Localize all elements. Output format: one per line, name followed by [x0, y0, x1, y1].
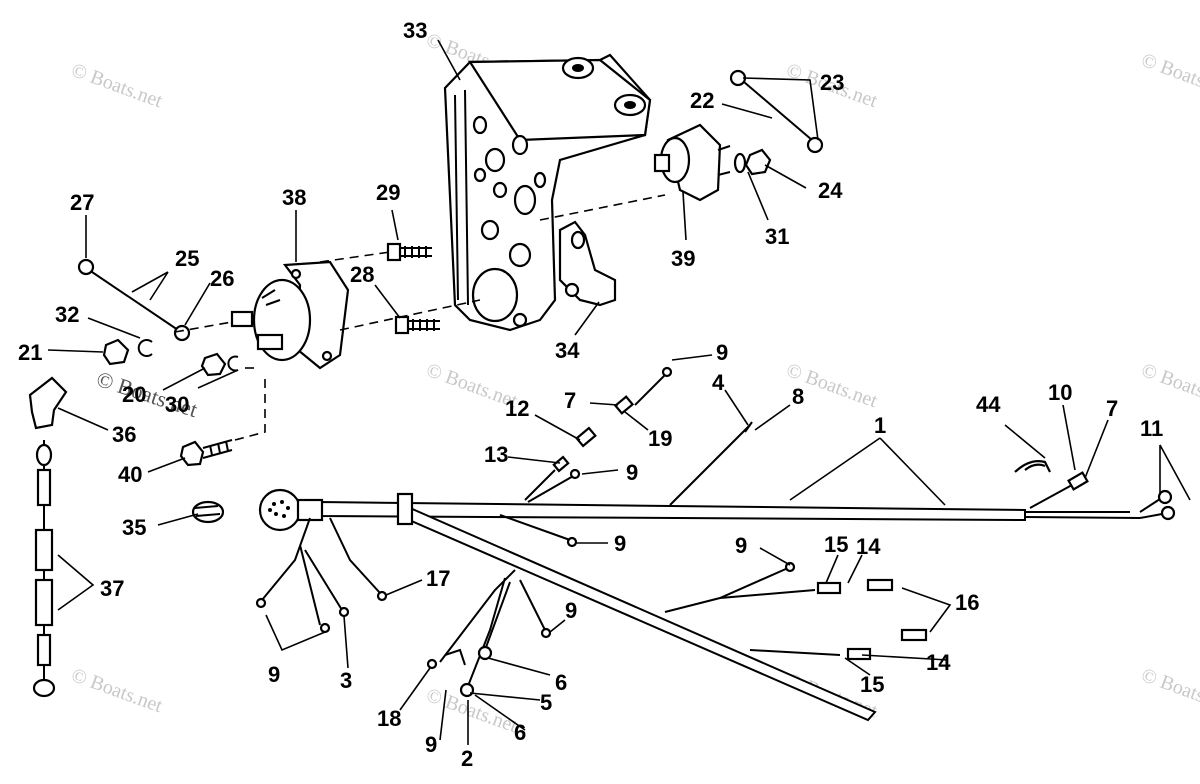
callout-9: 9	[425, 732, 437, 757]
callout-18: 18	[377, 706, 401, 731]
leader-lines	[47, 39, 1191, 745]
callout-2: 2	[461, 746, 473, 771]
callout-32: 32	[55, 302, 79, 327]
nut-24	[744, 148, 772, 176]
callout-34: 34	[555, 338, 580, 363]
callout-40: 40	[118, 462, 142, 487]
callout-17: 17	[426, 566, 450, 591]
callout-30: 30	[165, 392, 189, 417]
watermark: © Boats.net	[1138, 664, 1200, 717]
lead-22	[729, 69, 824, 154]
callout-27: 27	[70, 190, 94, 215]
callout-22: 22	[690, 88, 714, 113]
callout-labels: 33 22 23 24 31 39 27 38 29 25 26 28 32 2…	[18, 18, 1163, 771]
callout-44: 44	[976, 392, 1001, 417]
watermark: © Boats.net	[1138, 49, 1200, 102]
callout-15: 15	[860, 672, 884, 697]
callout-26: 26	[210, 266, 234, 291]
callout-11: 11	[1140, 416, 1163, 441]
callout-8: 8	[792, 384, 804, 409]
callout-1: 1	[874, 413, 886, 438]
callout-9: 9	[626, 460, 638, 485]
washer-32	[137, 339, 153, 357]
nut-20	[200, 352, 227, 377]
nut-21	[102, 338, 130, 366]
screw-29	[386, 242, 432, 262]
callout-19: 19	[648, 426, 672, 451]
callout-6: 6	[555, 670, 567, 695]
callout-9: 9	[716, 340, 728, 365]
callout-15: 15	[824, 532, 848, 557]
callout-6: 6	[514, 720, 526, 745]
washer-30	[227, 355, 239, 372]
lead-25	[77, 258, 191, 342]
callout-28: 28	[350, 262, 374, 287]
watermark: © Boats.net	[68, 664, 165, 717]
callout-29: 29	[376, 180, 400, 205]
callout-13: 13	[484, 442, 508, 467]
wiring-harness	[255, 366, 1176, 722]
callout-16: 16	[955, 590, 979, 615]
callout-9: 9	[565, 598, 577, 623]
callout-21: 21	[18, 340, 42, 365]
callout-10: 10	[1048, 380, 1072, 405]
mounting-bracket	[443, 53, 652, 332]
callout-23: 23	[820, 70, 844, 95]
solenoid-38	[230, 260, 350, 370]
callout-25: 25	[175, 246, 199, 271]
bracket-34	[558, 220, 617, 307]
callout-7: 7	[564, 388, 576, 413]
bolt-40	[179, 439, 233, 467]
callout-35: 35	[122, 515, 146, 540]
boot-36	[28, 376, 68, 430]
alignment-lines	[174, 194, 666, 441]
callout-37: 37	[100, 576, 124, 601]
callout-33: 33	[403, 18, 427, 43]
callout-38: 38	[282, 185, 306, 210]
solenoid-39	[653, 123, 731, 202]
callout-31: 31	[765, 224, 789, 249]
callout-20: 20	[122, 382, 146, 407]
screw-28	[394, 315, 440, 335]
clamp-35	[191, 500, 225, 524]
callout-3: 3	[340, 668, 352, 693]
washer-31	[733, 152, 747, 174]
callout-12: 12	[505, 396, 529, 421]
watermark: © Boats.net	[68, 59, 165, 112]
callout-39: 39	[671, 246, 695, 271]
callout-9: 9	[268, 662, 280, 687]
callout-36: 36	[112, 422, 136, 447]
callout-5: 5	[540, 690, 552, 715]
callout-14: 14	[856, 534, 881, 559]
callout-7: 7	[1106, 396, 1118, 421]
callout-4: 4	[712, 370, 725, 395]
callout-9: 9	[735, 533, 747, 558]
callout-14: 14	[926, 650, 951, 675]
callout-24: 24	[818, 178, 843, 203]
watermark: © Boats.net	[1138, 359, 1200, 412]
cable-37	[32, 440, 56, 698]
callout-9: 9	[614, 531, 626, 556]
